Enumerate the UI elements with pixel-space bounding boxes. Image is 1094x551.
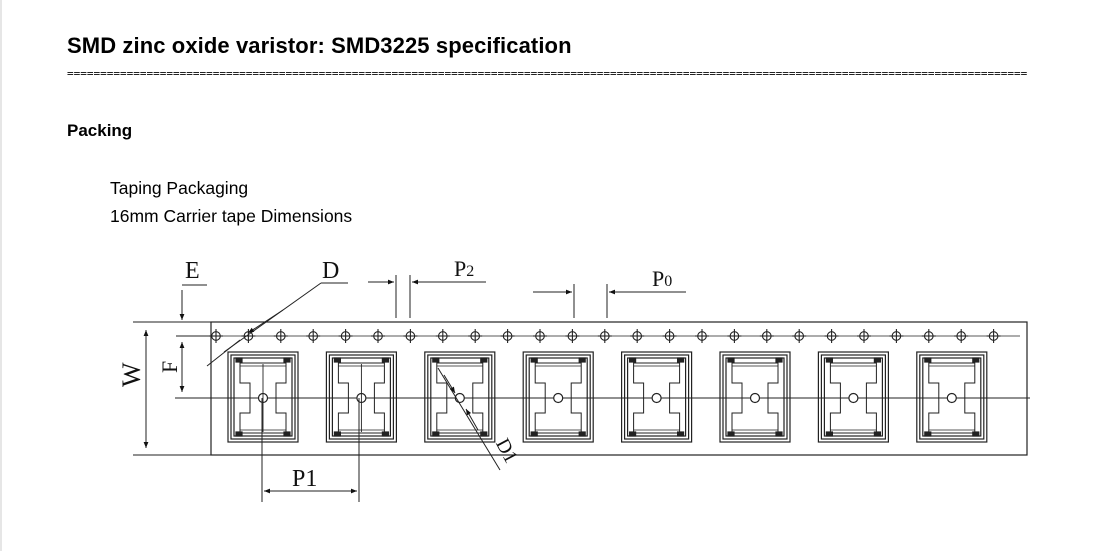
- sprocket-hole: [759, 329, 774, 343]
- sprocket-hole: [792, 329, 807, 343]
- sprocket-hole: [209, 329, 223, 343]
- sprocket-holes: [209, 329, 1001, 343]
- pocket: [817, 351, 890, 443]
- sprocket-hole: [435, 329, 450, 343]
- sprocket-hole: [921, 329, 936, 343]
- sprocket-hole: [371, 329, 385, 343]
- sprocket-hole: [727, 329, 742, 343]
- section-heading: Packing: [67, 121, 133, 140]
- sprocket-hole: [630, 329, 645, 343]
- sprocket-hole: [533, 329, 547, 343]
- separator-line: ========================================…: [67, 68, 1027, 80]
- sprocket-hole: [824, 329, 839, 343]
- sprocket-hole: [468, 329, 483, 343]
- sprocket-hole: [500, 329, 515, 343]
- pocket: [620, 351, 693, 443]
- caption-taping-packaging: Taping Packaging: [110, 178, 249, 198]
- tape-outline: [210, 321, 1028, 456]
- label-p1: P1: [292, 466, 317, 492]
- sprocket-hole: [857, 329, 871, 343]
- pocket: [719, 351, 791, 443]
- sprocket-hole: [338, 329, 353, 343]
- label-w: W: [117, 362, 146, 387]
- sprocket-hole: [306, 329, 321, 343]
- pockets: [227, 351, 988, 443]
- sprocket-hole: [273, 329, 288, 343]
- label-p0: P0: [652, 266, 672, 291]
- sprocket-hole: [662, 329, 677, 343]
- sprocket-hole: [597, 329, 612, 343]
- page-title: SMD zinc oxide varistor: SMD3225 specifi…: [67, 33, 572, 58]
- caption-carrier-tape: 16mm Carrier tape Dimensions: [110, 206, 353, 226]
- page-edge: [0, 0, 2, 551]
- pocket: [227, 351, 299, 443]
- label-d: D: [322, 258, 339, 284]
- sprocket-hole: [986, 329, 1001, 343]
- label-f: F: [157, 361, 182, 373]
- pocket: [325, 351, 397, 443]
- sprocket-hole: [889, 329, 904, 343]
- label-p2: P2: [454, 256, 474, 281]
- sprocket-hole: [565, 329, 580, 343]
- pocket: [522, 351, 594, 443]
- sprocket-hole: [695, 329, 709, 343]
- sprocket-hole: [954, 329, 969, 343]
- pocket: [916, 351, 988, 443]
- pocket: [424, 351, 496, 443]
- label-e: E: [185, 258, 200, 284]
- sprocket-hole: [403, 329, 418, 343]
